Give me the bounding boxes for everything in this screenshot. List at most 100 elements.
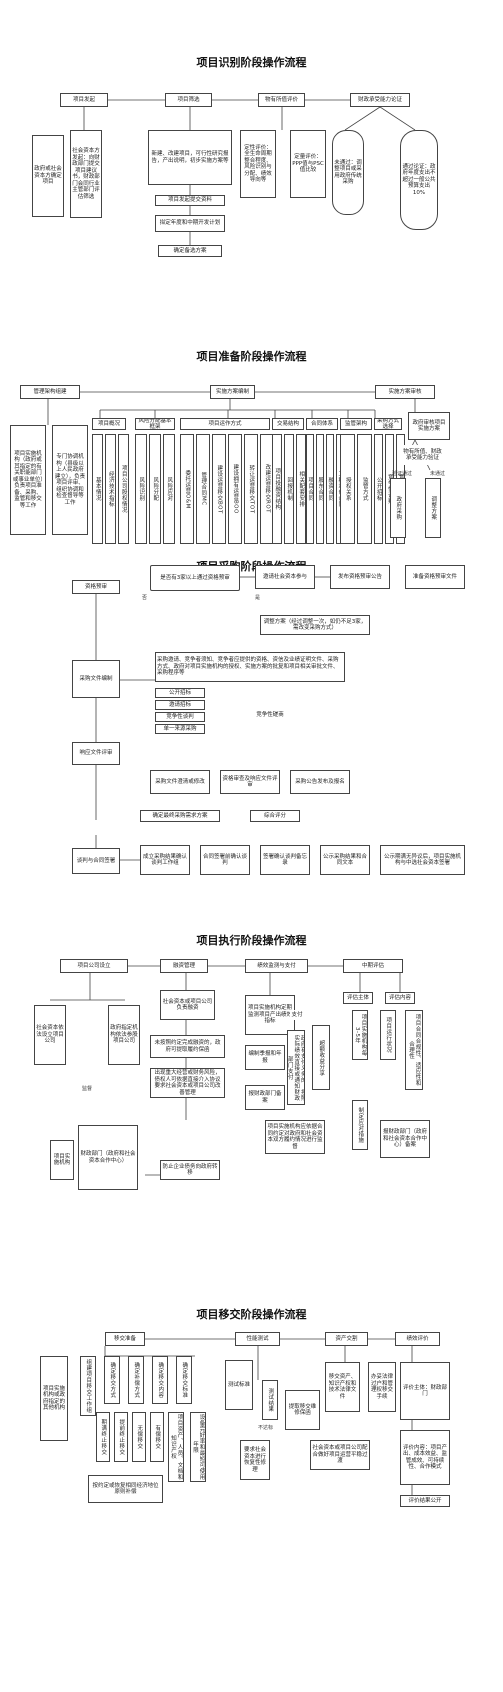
group-supervision: 监管架构 bbox=[340, 418, 372, 430]
section-title-execution: 项目执行阶段操作流程 bbox=[196, 934, 307, 947]
node-countermeasures: 制定应对措施 bbox=[352, 1100, 368, 1150]
node-performance-test: 性能测试 bbox=[235, 1332, 280, 1346]
node-procurement-docs: 采购文件编制 bbox=[72, 660, 120, 698]
prep-subitem: 股东合同 bbox=[316, 434, 324, 544]
node-govt-initiate: 政府或社会资本方确定项目 bbox=[32, 135, 64, 217]
prep-subitem: 授权关系 bbox=[340, 434, 355, 544]
node-implementing-agency: 项目实施机构（政府或其指定的有关职能部门或事业单位）负责项目准备、采购、监管和移… bbox=[10, 425, 46, 535]
label-fail: 未通过 bbox=[430, 471, 446, 477]
node-transfer-content: 确定移交内容 bbox=[152, 1356, 168, 1404]
prep-subitem: 监管方式 bbox=[357, 434, 372, 544]
node-early-end: 提前终止移交 bbox=[114, 1412, 128, 1462]
node-transfer-standard: 确定移交标准 bbox=[176, 1356, 192, 1404]
node-restore-repair: 要求社会资本进行恢复性修理 bbox=[240, 1440, 270, 1480]
node-qualitative-eval: 定性评价：全生命周期整合程度、风险识别与分配、绩效导向等 bbox=[240, 130, 276, 198]
node-transfer-team: 组建项目移交工作组 bbox=[80, 1356, 96, 1416]
node-fiscal-pass: 通过论证：政府年度支出不超过一般公共预算支出10% bbox=[400, 130, 438, 230]
node-equipment-rate: 设备完好率和最短可使用年限 bbox=[190, 1412, 206, 1482]
node-transfer-docs: 移交资产、知识产权和技术法律文件 bbox=[325, 1362, 360, 1412]
prep-subitem: 风险识别 bbox=[135, 434, 147, 544]
node-decision-3-bidders: 是否有3家以上通过资格预审 bbox=[150, 565, 240, 591]
prep-subitem: 建设运营移交BOT bbox=[212, 434, 226, 544]
method-open-tender: 公开招标 bbox=[155, 688, 205, 698]
node-performance: 绩效监测与支付 bbox=[245, 959, 308, 973]
node-prevent-debt: 防止企业债务向政府转移 bbox=[160, 1160, 220, 1180]
node-free-transfer: 无偿移交 bbox=[132, 1412, 146, 1462]
node-coordination-agency: 专门协调机构（县级以上人民政府建立），负责项目评审、组织协调和检查督导等工作 bbox=[52, 425, 88, 535]
node-screening-materials: 新建、改建项目，可行性研究报告，产出说明，初步实施方案等 bbox=[148, 130, 232, 185]
group-transaction: 交易结构 bbox=[272, 418, 304, 430]
node-legal-transfer: 办妥法律过户和管理权移交手续 bbox=[368, 1362, 396, 1412]
node-maint-guarantee: 提取移交维修保函 bbox=[285, 1390, 320, 1430]
node-spv-social: 社会资本依法设立项目公司 bbox=[34, 1005, 66, 1065]
node-eval-subject: 评估主体 bbox=[343, 992, 373, 1004]
prep-subitem: 建设拥有运营BOO bbox=[228, 434, 242, 544]
prep-subitem: 回报机制 bbox=[284, 434, 294, 544]
node-govt-payment: 政府有支付义务的，按照实际绩效直接或通知财政部门支付 bbox=[287, 1030, 305, 1105]
prep-subitem: 项目合同 bbox=[306, 434, 314, 544]
prep-subitem: 基本情况 bbox=[92, 434, 103, 544]
node-candidate-plan: 确定备选方案 bbox=[158, 245, 222, 257]
group-risk: 风险分配基本框架 bbox=[135, 418, 175, 430]
node-contract-compliance: 项目合同合规性、适应性和合理性 bbox=[405, 1010, 423, 1090]
section-title-identification: 项目识别阶段操作流程 bbox=[196, 56, 307, 69]
node-file-finance: 报财政部门备案 bbox=[245, 1085, 285, 1110]
node-project-screening: 项目筛选 bbox=[165, 93, 212, 107]
node-transfer-prep: 移交准备 bbox=[105, 1332, 145, 1346]
node-compensation-rule: 按约定或恢复相同经济地位原则补偿 bbox=[88, 1475, 163, 1503]
node-transfer-agency: 项目实施机构或政府指定的其他机构 bbox=[40, 1356, 68, 1441]
prep-subitem: 经济技术指标 bbox=[105, 434, 116, 544]
node-eval-finance: 评价主体：财政部门 bbox=[400, 1362, 450, 1420]
node-plan-review: 实施方案审核 bbox=[375, 385, 435, 399]
node-response-review: 响应文件评审 bbox=[72, 742, 120, 765]
node-paid-transfer: 有偿移交 bbox=[150, 1412, 164, 1462]
node-govt-review: 政府审核项目实施方案 bbox=[408, 412, 450, 440]
method-negotiation: 竞争性谈判 bbox=[155, 712, 205, 722]
method-invited-tender: 邀请招标 bbox=[155, 700, 205, 710]
node-qualification-review: 资格审查及响应文件评审 bbox=[220, 770, 280, 794]
node-smooth-transition: 社会资本或项目公司配合做好项目运营平稳过渡 bbox=[310, 1440, 370, 1470]
node-composite-score: 综合评分 bbox=[250, 810, 300, 822]
node-vfm-check: 物有所值、财政承受能力验证 bbox=[400, 445, 445, 465]
node-management-structure: 管理架构组建 bbox=[20, 385, 80, 399]
prep-subitem: 项目投融资结构 bbox=[272, 434, 282, 544]
prep-subitem: 转让运营移交TOT bbox=[244, 434, 258, 544]
node-publish-notice: 发布资格预审公告 bbox=[330, 565, 390, 589]
node-annual-plan: 拟定年度和中期开发计划 bbox=[155, 215, 225, 232]
label-yes: 是 bbox=[255, 595, 261, 601]
node-publish-results: 公示采购结果和合同文本 bbox=[320, 845, 370, 875]
prep-subitem: 融资合同 bbox=[326, 434, 334, 544]
group-contracts: 合同体系 bbox=[306, 418, 338, 430]
node-every-3-5-years: 项目实施机构每3-5年 bbox=[352, 1010, 368, 1060]
node-social-initiate: 社会资本方发起：向财政部门提交项目建议书，财政部门会同行业主管部门评估筛选 bbox=[70, 130, 102, 218]
node-performance-bond: 未按照约定完成融资的，政府可提取履约保函 bbox=[150, 1035, 225, 1058]
section-title-preparation: 项目准备阶段操作流程 bbox=[196, 350, 307, 363]
node-adjust-plan: 调整方案 bbox=[425, 478, 441, 538]
node-plan-drafting: 实施方案编制 bbox=[210, 385, 255, 399]
prep-subitem: 公开招标 bbox=[374, 434, 383, 544]
node-invite-bidders: 邀请社会资本参与 bbox=[255, 565, 315, 589]
node-submit-materials: 项目发起提交资料 bbox=[155, 195, 225, 206]
method-competitive-consult: 竞争性磋商 bbox=[240, 708, 300, 722]
label-no: 否 bbox=[142, 595, 148, 601]
node-impl-agency: 项目实施机构 bbox=[50, 1140, 74, 1180]
node-adjust-plan-3: 调整方案（经过调整一次，如仍不足3家，需改变采购方式） bbox=[260, 615, 370, 635]
node-contract-monitor: 项目实施机构应依据合同约定对政府和社会资本双方履约情况进行监督 bbox=[265, 1120, 325, 1154]
node-term-end: 期满终止移交 bbox=[96, 1412, 110, 1462]
group-procurement: 采购方式选择 bbox=[374, 418, 402, 430]
node-contract-signing: 谈判与合同签署 bbox=[72, 848, 120, 874]
node-fiscal-affordability: 财政承受能力论证 bbox=[350, 93, 410, 107]
prep-subitem: 管理合同MC bbox=[196, 434, 210, 544]
prep-subitem: 相关配套安排 bbox=[296, 434, 306, 544]
node-assets-staff: 项目资产、人员、文档和知识产权 bbox=[168, 1412, 184, 1482]
node-vfm-evaluation: 物有所值评价 bbox=[258, 93, 305, 107]
node-procurement-content: 采购邀请、竞争者须知、竞争者应提供的资格、资信及业绩证明文件、采购方式、政府对项… bbox=[155, 652, 345, 682]
node-final-signing: 公示期满无异议后，项目实施机构与中选社会资本签署 bbox=[380, 845, 465, 875]
node-run-status: 项目运行状况 bbox=[380, 1010, 396, 1060]
node-memo-signing: 签署确认谈判备忘录 bbox=[260, 845, 310, 875]
node-negotiation-group: 成立采购结果确认谈判工作组 bbox=[140, 845, 190, 875]
node-pre-sign-negotiation: 合同签署前确认谈判 bbox=[200, 845, 250, 875]
node-final-requirements: 确定最终采购需求方案 bbox=[140, 810, 220, 822]
label-supervise: 监督 bbox=[82, 1086, 93, 1092]
